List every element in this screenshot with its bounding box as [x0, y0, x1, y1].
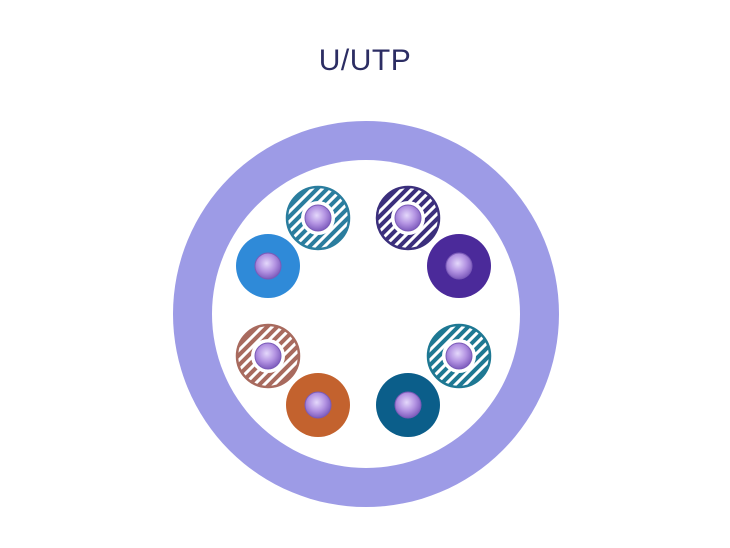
- white-purple-conductor-core: [394, 204, 422, 232]
- white-blue-conductor: [285, 185, 351, 251]
- brown-conductor: [286, 373, 350, 437]
- teal-conductor: [376, 373, 440, 437]
- purple-conductor-core: [445, 252, 473, 280]
- blue-conductor-core: [254, 252, 282, 280]
- white-teal-conductor: [426, 323, 492, 389]
- blue-conductor: [236, 234, 300, 298]
- white-teal-conductor-outline: [426, 323, 492, 389]
- brown-conductor-core: [304, 391, 332, 419]
- diagram-title: U/UTP: [318, 44, 412, 77]
- white-brown-conductor: [235, 323, 301, 389]
- white-purple-conductor-outline: [375, 185, 441, 251]
- purple-conductor: [427, 234, 491, 298]
- white-teal-conductor-core: [445, 342, 473, 370]
- cable-interior: [212, 160, 520, 468]
- white-brown-conductor-core: [254, 342, 282, 370]
- conductor-group: [235, 185, 492, 437]
- white-purple-conductor: [375, 185, 441, 251]
- white-brown-conductor-outline: [235, 323, 301, 389]
- white-blue-conductor-core: [304, 204, 332, 232]
- teal-conductor-core: [394, 391, 422, 419]
- white-blue-conductor-outline: [285, 185, 351, 251]
